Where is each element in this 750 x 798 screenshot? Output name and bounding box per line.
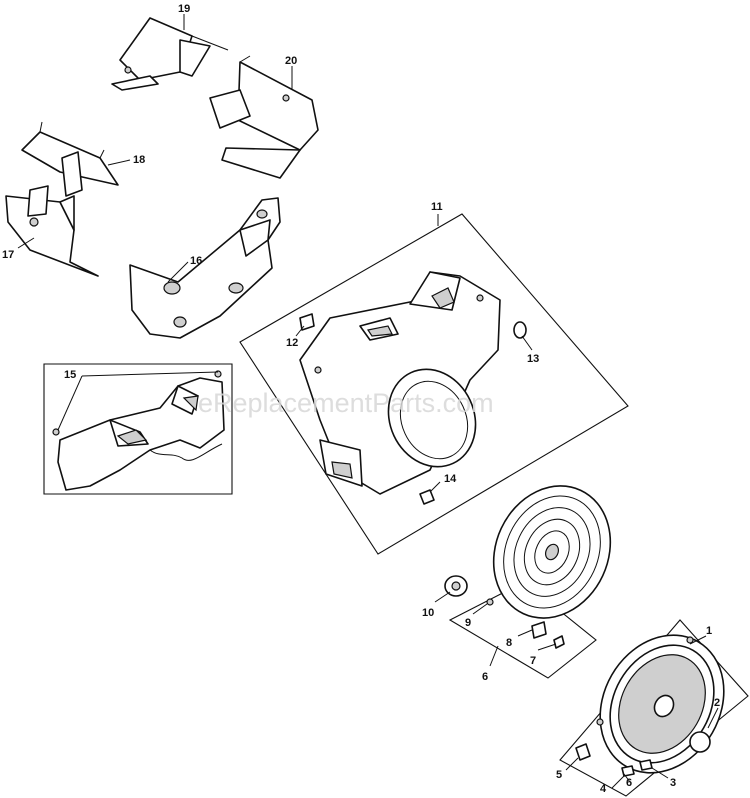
part-17-baffle [5, 185, 99, 277]
callout-17: 17 [2, 249, 14, 261]
callout-11: 11 [431, 201, 443, 213]
watermark-text: eReplacementParts.com [198, 388, 494, 418]
callout-2: 2 [714, 697, 720, 709]
callout-14: 14 [444, 473, 457, 485]
housing-frame [239, 213, 629, 555]
leader-lines [17, 14, 719, 789]
part-4-screw [621, 765, 635, 777]
part-16-baffle [129, 197, 281, 339]
part-2-decal [689, 731, 711, 753]
callout-20: 20 [285, 55, 297, 67]
part-19-baffle [111, 17, 229, 91]
callout-3: 3 [670, 777, 676, 789]
part-20-baffle [209, 55, 319, 179]
part-3-screw [639, 759, 653, 771]
part-10-nut [444, 575, 468, 597]
part-18-baffle [21, 121, 119, 197]
callout-9: 9 [465, 617, 471, 629]
callout-1: 1 [706, 625, 712, 637]
screen-frame [448, 581, 597, 679]
callout-6: 6 [482, 671, 488, 683]
callout-13: 13 [527, 353, 539, 365]
callout-4: 4 [600, 783, 607, 795]
callout-5: 5 [556, 769, 562, 781]
callout-7: 7 [530, 655, 536, 667]
part-1-guard [596, 634, 725, 774]
callout-18: 18 [133, 154, 145, 166]
callout-10: 10 [422, 607, 434, 619]
part-9-screen [486, 485, 612, 649]
callout-12: 12 [286, 337, 298, 349]
inset-frame-part-15 [43, 363, 233, 495]
callout-6-guard: 6 [626, 777, 632, 789]
callout-8: 8 [506, 637, 512, 649]
callout-19: 19 [178, 3, 190, 15]
callout-15: 15 [64, 369, 76, 381]
part-5-stud [575, 743, 591, 761]
part-13-grommet [513, 321, 527, 339]
part-14-nut [419, 489, 435, 505]
callout-16: 16 [190, 255, 202, 267]
callout-labels: 19 20 18 17 16 15 11 12 13 14 10 9 8 7 6… [2, 3, 720, 795]
part-11-blower-housing [299, 271, 501, 495]
